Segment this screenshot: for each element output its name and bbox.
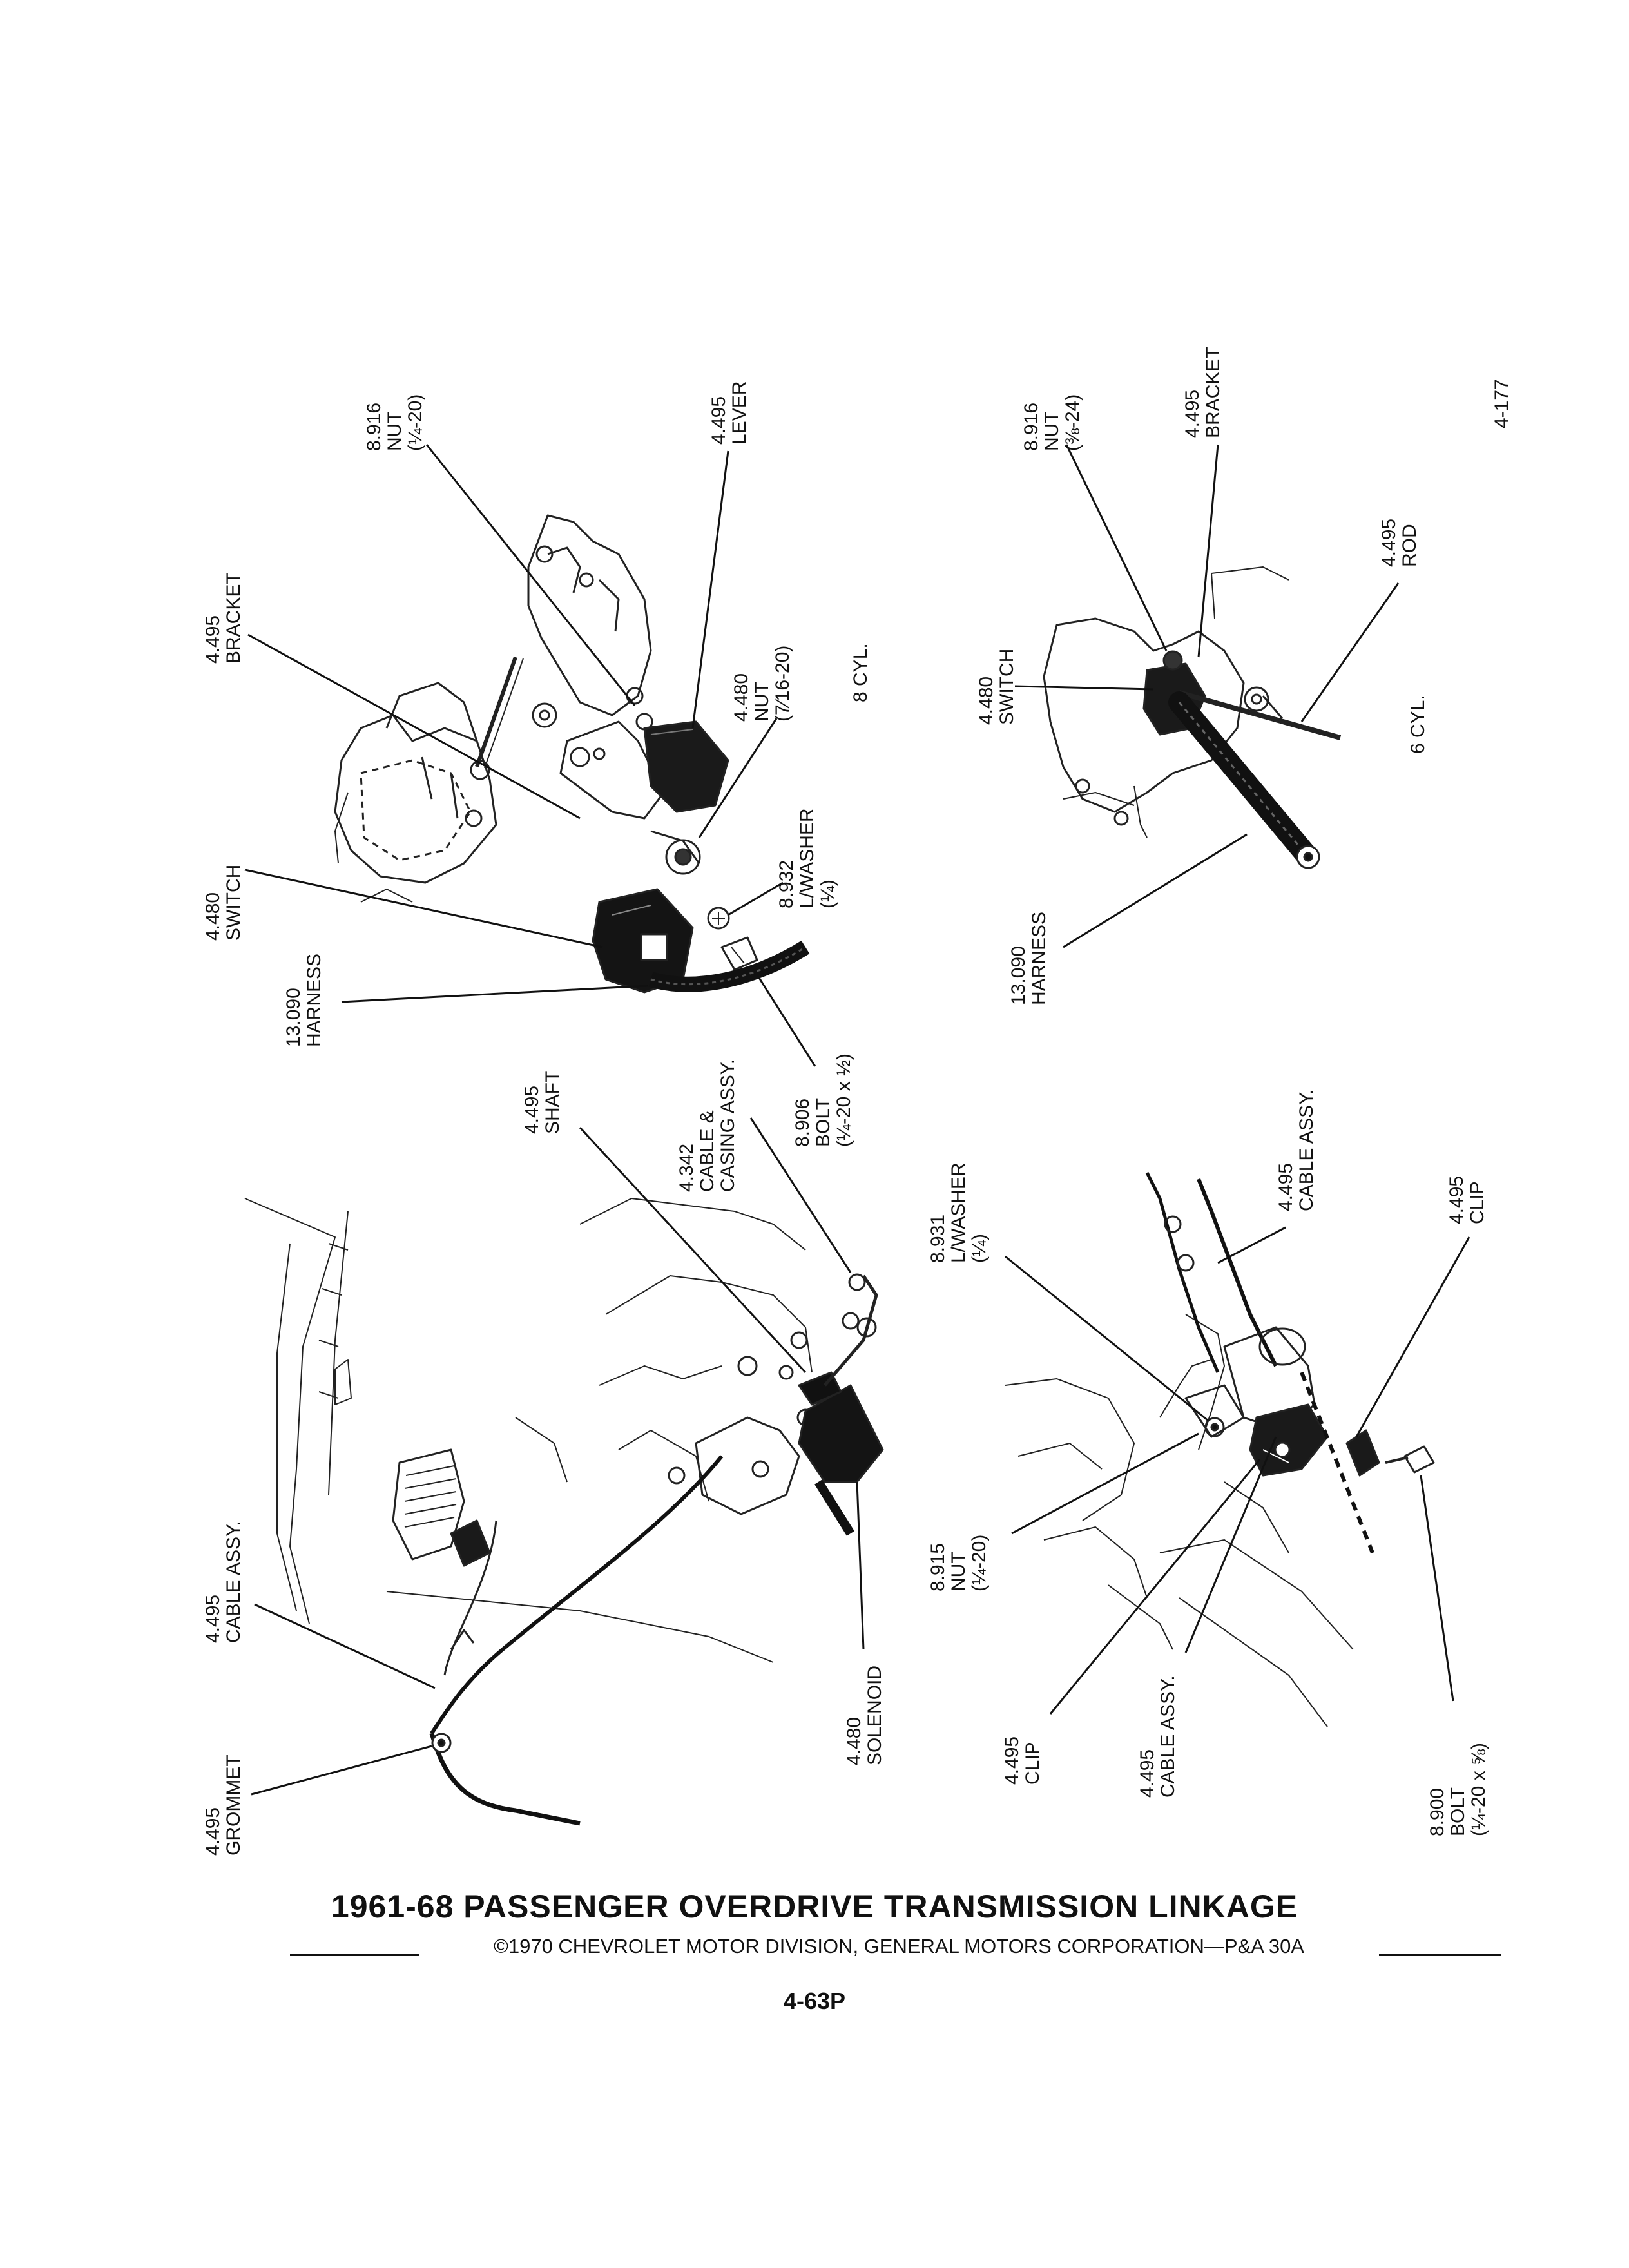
svg-text:4.495 SHAFT: 4.495 SHAFT bbox=[521, 1071, 563, 1134]
tl-label-lever: 4.495 LEVER bbox=[691, 381, 750, 729]
svg-text:4-177: 4-177 bbox=[1491, 379, 1512, 428]
br-label-cable-assy-top: 4.495 CABLE ASSY. bbox=[1217, 1089, 1317, 1264]
tl-label-harness: 13.090 HARNESS bbox=[283, 954, 648, 1047]
svg-text:6 CYL.: 6 CYL. bbox=[1407, 695, 1429, 754]
six-cyl-switch-drawing bbox=[1043, 566, 1342, 869]
svg-text:8.906 BOLT (¼-: 8.906 BOLT (¼-20 x ½) bbox=[792, 1053, 854, 1147]
svg-text:4.480 SWITCH: 4.480 SWITCH bbox=[976, 649, 1017, 725]
svg-text:4.342 CABLE &: 4.342 CABLE & CASING ASSY. bbox=[676, 1059, 738, 1192]
callout-labels: 8.916 NUT (¼-20) 4.495 LEVER 4.495 BRACK… bbox=[202, 347, 1512, 1856]
svg-text:4.495 CLIP: 4.495 CLIP bbox=[1446, 1171, 1488, 1224]
tl-label-nut-7-16: 4.480 NUT (7⁄16-20) bbox=[698, 646, 793, 838]
tl-label-switch: 4.480 SWITCH bbox=[202, 865, 603, 948]
svg-text:4.495 GROMMET: 4.495 GROMMET bbox=[202, 1754, 244, 1856]
tr-label-rod: 4.495 ROD bbox=[1300, 514, 1420, 722]
svg-text:8.916 NUT (¼-2: 8.916 NUT (¼-20) bbox=[363, 394, 426, 451]
tr-caption-6cyl: 6 CYL. bbox=[1407, 695, 1429, 754]
solenoid-cable-drawing bbox=[244, 1198, 884, 1826]
br-label-cable-assy-bottom: 4.495 CABLE ASSY. bbox=[1137, 1436, 1277, 1798]
rule-left bbox=[290, 1954, 419, 1956]
svg-text:8.900 BOLT (¼-: 8.900 BOLT (¼-20 x ⅝) bbox=[1427, 1743, 1489, 1836]
eight-cyl-switch-drawing bbox=[334, 514, 810, 994]
br-label-clip-bottom: 4.495 CLIP bbox=[1001, 1459, 1261, 1785]
svg-text:4.495 BRACKET: 4.495 BRACKET bbox=[202, 572, 244, 664]
br-label-clip-top: 4.495 CLIP bbox=[1355, 1171, 1488, 1437]
svg-text:4.495 CABLE ASSY.: 4.495 CABLE ASSY. bbox=[1275, 1089, 1317, 1211]
bl-label-solenoid: 4.480 SOLENOID bbox=[843, 1481, 885, 1765]
page-title: 1961-68 PASSENGER OVERDRIVE TRANSMISSION… bbox=[331, 1888, 1298, 1925]
svg-text:4.495 BRACKET: 4.495 BRACKET bbox=[1182, 347, 1224, 438]
bl-label-shaft: 4.495 SHAFT bbox=[521, 1071, 807, 1374]
svg-text:4.495 CLIP: 4.495 CLIP bbox=[1001, 1731, 1043, 1785]
svg-text:4.480 SOLENOID: 4.480 SOLENOID bbox=[843, 1666, 885, 1765]
svg-text:4.480 SWITCH: 4.480 SWITCH bbox=[202, 865, 244, 941]
svg-text:4.495 CABLE ASSY.: 4.495 CABLE ASSY. bbox=[202, 1521, 244, 1643]
svg-text:8.932 L/WASHER: 8.932 L/WASHER (¼) bbox=[776, 803, 838, 908]
tr-label-figure-ref: 4-177 bbox=[1491, 379, 1512, 428]
tr-label-nut: 8.916 NUT (⅜-24) bbox=[1021, 394, 1168, 651]
tl-label-nut: 8.916 NUT (¼-20) bbox=[363, 394, 636, 706]
cable-clip-drawing bbox=[1005, 1171, 1435, 1727]
tr-label-switch: 4.480 SWITCH bbox=[976, 649, 1154, 725]
svg-text:8 CYL.: 8 CYL. bbox=[850, 643, 871, 702]
svg-text:8.931 L/WASHER: 8.931 L/WASHER (¼) bbox=[927, 1157, 990, 1263]
bl-label-grommet: 4.495 GROMMET bbox=[202, 1745, 432, 1856]
linkage-illustration: 8.916 NUT (¼-20) 4.495 LEVER 4.495 BRACK… bbox=[202, 347, 1512, 1856]
tl-label-bolt: 8.906 BOLT (¼-20 x ½) bbox=[753, 969, 854, 1147]
rule-right bbox=[1379, 1954, 1501, 1956]
copyright-notice: ©1970 CHEVROLET MOTOR DIVISION, GENERAL … bbox=[494, 1935, 1304, 1957]
br-label-nut: 8.915 NUT (¼-20) bbox=[927, 1432, 1199, 1591]
svg-text:8.915 NUT (¼-2: 8.915 NUT (¼-20) bbox=[927, 1535, 990, 1591]
bl-label-cable-casing: 4.342 CABLE & CASING ASSY. bbox=[676, 1059, 852, 1273]
svg-text:13.090 HARNESS: 13.090 HARNESS bbox=[283, 954, 325, 1047]
br-label-bolt: 8.900 BOLT (¼-20 x ⅝) bbox=[1420, 1475, 1489, 1836]
svg-text:4.495 CABLE ASSY.: 4.495 CABLE ASSY. bbox=[1137, 1675, 1179, 1798]
bl-label-cable-assy: 4.495 CABLE ASSY. bbox=[202, 1521, 436, 1689]
tl-caption-8cyl: 8 CYL. bbox=[850, 643, 871, 702]
br-label-lwasher: 8.931 L/WASHER (¼) bbox=[927, 1157, 1209, 1422]
svg-text:4.495 LEVER: 4.495 LEVER bbox=[708, 381, 750, 445]
svg-text:4.480 NUT (7⁄1: 4.480 NUT (7⁄16-20) bbox=[731, 646, 793, 722]
page-number: 4-63P bbox=[783, 1988, 846, 2014]
tr-label-harness: 13.090 HARNESS bbox=[1008, 833, 1248, 1005]
svg-text:4.495 ROD: 4.495 ROD bbox=[1378, 514, 1420, 567]
copyright-rule: ©1970 CHEVROLET MOTOR DIVISION, GENERAL … bbox=[290, 1935, 1501, 1961]
svg-text:13.090 HARNESS: 13.090 HARNESS bbox=[1008, 912, 1050, 1005]
tl-label-lwasher: 8.932 L/WASHER (¼) bbox=[728, 803, 838, 916]
tr-label-bracket: 4.495 BRACKET bbox=[1182, 347, 1224, 658]
tl-label-bracket: 4.495 BRACKET bbox=[202, 572, 581, 820]
svg-text:8.916 NUT (⅜-2: 8.916 NUT (⅜-24) bbox=[1021, 394, 1083, 451]
